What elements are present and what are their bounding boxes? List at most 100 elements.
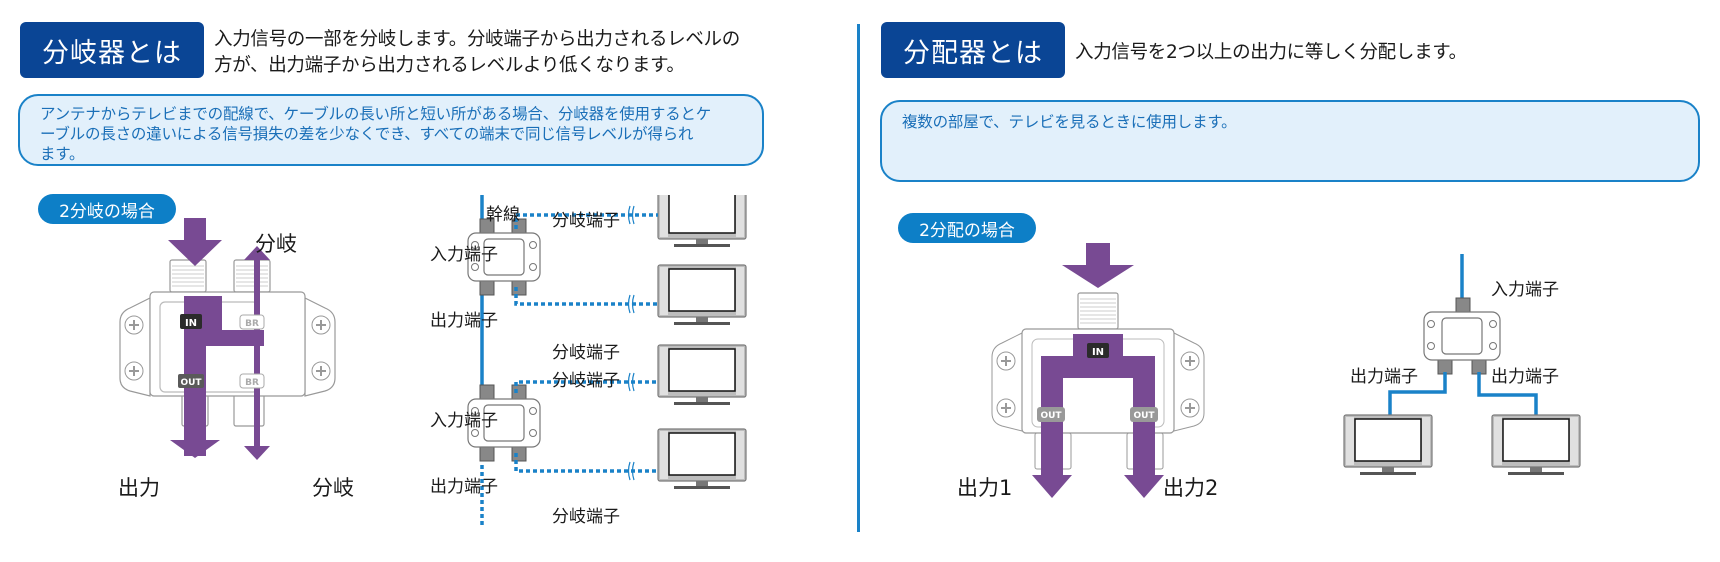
- screw-icon: [996, 351, 1016, 371]
- divider-wiring-diagram: [1343, 254, 1581, 475]
- port-br-bottom-label: BR: [245, 378, 259, 388]
- branch-cable: [514, 213, 658, 229]
- port-out-left-label: OUT: [1040, 411, 1062, 421]
- port-br-badge: [239, 314, 265, 330]
- port-out-label: OUT: [180, 378, 202, 388]
- right-output-right-label: 出力端子: [1491, 367, 1559, 387]
- cable-break-icon: [627, 205, 635, 225]
- divider-note-line: 複数の部屋で、テレビを見るときに使用します。: [902, 113, 1237, 131]
- screw-icon: [311, 361, 331, 381]
- branch-tap-unit-icon: [467, 384, 541, 462]
- cable-break-icon: [627, 372, 635, 392]
- screw-icon: [471, 429, 479, 437]
- screw-icon: [471, 407, 479, 415]
- screw-icon: [529, 241, 537, 249]
- port-in-label: IN: [185, 318, 197, 329]
- screw-icon: [529, 407, 537, 415]
- cable-break-icon: [627, 461, 635, 481]
- section-divider: [857, 24, 860, 532]
- splitter-title-box: 分岐器とは: [20, 22, 204, 78]
- divider-description-line: 入力信号を2つ以上の出力に等しく分配します。: [1075, 42, 1467, 63]
- right-input-label: 入力端子: [1491, 280, 1559, 300]
- port-in-label: IN: [1092, 347, 1104, 358]
- screw-icon: [1180, 398, 1200, 418]
- screw-icon: [124, 315, 144, 335]
- tv-icon: [1491, 414, 1581, 475]
- port-out-right-label: OUT: [1133, 411, 1155, 421]
- screw-icon: [996, 398, 1016, 418]
- port-br-top-label: BR: [245, 319, 259, 329]
- unit1-branch-bottom-label: 分岐端子: [552, 343, 620, 363]
- output-cable-right: [1477, 372, 1538, 415]
- input-connector: [1077, 292, 1119, 330]
- unit2-output-label: 出力端子: [430, 477, 498, 497]
- two-branch-case-label: 2分岐の場合: [59, 201, 155, 222]
- screw-icon: [529, 429, 537, 437]
- port-out-badge: [1037, 407, 1065, 422]
- port-in-badge: [180, 314, 202, 329]
- splitter-note-box: アンテナからテレビまでの配線で、ケーブルの長い所と短い所がある場合、分岐器を使用…: [18, 94, 764, 166]
- unit2-branch-bottom-label: 分岐端子: [552, 507, 620, 527]
- screw-icon: [1180, 351, 1200, 371]
- divider-note-box: 複数の部屋で、テレビを見るときに使用します。: [880, 100, 1700, 182]
- tv-icon: [657, 428, 747, 489]
- unit1-branch-top-label: 分岐端子: [552, 211, 620, 231]
- label-output: 出力: [118, 476, 160, 500]
- screw-icon: [1489, 320, 1497, 328]
- port-br-badge: [239, 373, 265, 389]
- splitter-title: 分岐器とは: [42, 37, 182, 69]
- label-branch-bottom: 分岐: [312, 476, 354, 500]
- unit1-input-label: 入力端子: [430, 245, 498, 265]
- divider-title: 分配器とは: [903, 37, 1043, 69]
- cable-break-icon: [627, 294, 635, 314]
- unit2-branch-top-label: 分岐端子: [552, 371, 620, 391]
- unit1-output-label: 出力端子: [430, 311, 498, 331]
- splitter-note-line: アンテナからテレビまでの配線で、ケーブルの長い所と短い所がある場合、分岐器を使用…: [40, 105, 712, 123]
- device-flange: [304, 297, 336, 397]
- splitter-note-line: ーブルの長さの違いによる信号損失の差を少なくでき、すべての端末で同じ信号レベルが…: [40, 125, 694, 143]
- screw-icon: [1427, 320, 1435, 328]
- screw-icon: [471, 263, 479, 271]
- top-input-connector: [169, 259, 207, 293]
- divider-diagram: IN OUT OUT: [991, 243, 1205, 498]
- screw-icon: [124, 361, 144, 381]
- output-cable-left: [1388, 372, 1447, 415]
- top-branch-connector: [233, 259, 271, 293]
- screw-icon: [1489, 342, 1497, 350]
- trunk-label: 幹線: [486, 205, 520, 225]
- divider-description: 入力信号を2つ以上の出力に等しく分配します。: [1075, 40, 1675, 66]
- tv-icon: [657, 195, 747, 247]
- two-way-split-case-pill: 2分配の場合: [898, 213, 1036, 243]
- signal-path: [1032, 243, 1164, 498]
- splitter-description-line: 入力信号の一部を分岐します。分岐端子から出力されるレベルの: [214, 29, 740, 50]
- device-flange: [119, 297, 151, 397]
- screw-icon: [471, 241, 479, 249]
- port-in-badge: [1087, 343, 1109, 358]
- screw-icon: [529, 263, 537, 271]
- label-branch-top: 分岐: [255, 232, 297, 256]
- divider-title-box: 分配器とは: [881, 22, 1065, 78]
- unit2-input-label: 入力端子: [430, 411, 498, 431]
- splitter-description-line: 方が、出力端子から出力されるレベルより低くなります。: [214, 55, 685, 76]
- branch-tap-diagram: IN OUT BR BR: [119, 218, 336, 460]
- screw-icon: [311, 315, 331, 335]
- two-branch-case-pill: 2分岐の場合: [38, 194, 176, 224]
- port-out-badge: [178, 374, 204, 388]
- tv-icon: [1343, 414, 1433, 475]
- branch-cable: [514, 453, 658, 473]
- tv-icon: [657, 344, 747, 405]
- two-way-split-case-label: 2分配の場合: [919, 220, 1015, 241]
- splitter-note-line: ます。: [40, 145, 85, 163]
- label-output2: 出力2: [1163, 476, 1219, 500]
- splitter-description: 入力信号の一部を分岐します。分岐端子から出力されるレベルの 方が、出力端子から出…: [214, 27, 814, 79]
- branch-cable: [514, 380, 658, 393]
- label-output1: 出力1: [957, 476, 1013, 500]
- branch-tap-wiring-diagram: [467, 195, 747, 525]
- branch-tap-unit-icon: [467, 218, 541, 296]
- screw-icon: [1427, 342, 1435, 350]
- right-output-left-label: 出力端子: [1350, 367, 1418, 387]
- branch-cable: [514, 287, 658, 306]
- tv-icon: [657, 264, 747, 325]
- divider-inner-window: [1063, 378, 1133, 428]
- divider-unit-icon: [1423, 297, 1501, 375]
